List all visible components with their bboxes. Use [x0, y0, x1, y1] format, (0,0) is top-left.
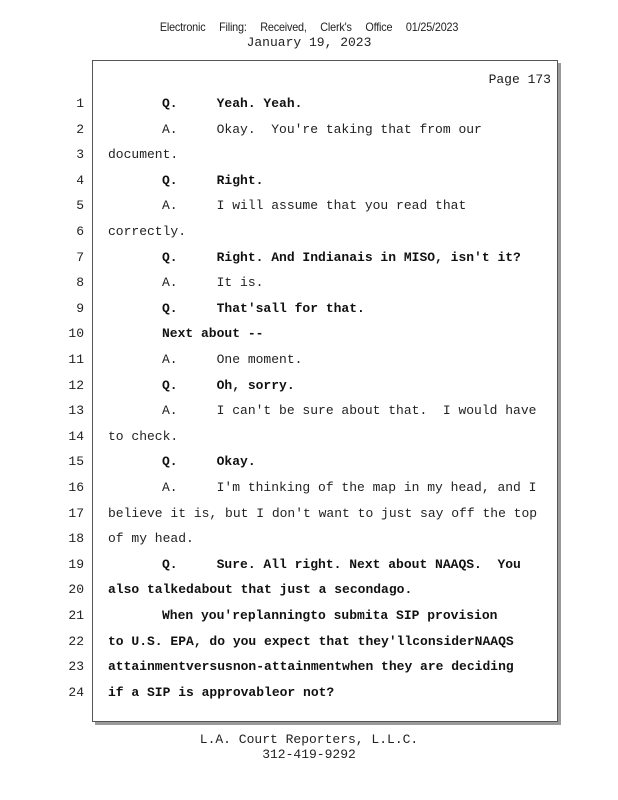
transcript-line: also talkedabout that just a secondago.	[108, 582, 413, 597]
page-number: Page 173	[488, 72, 551, 87]
transcript-line: A. I will assume that you read that	[162, 198, 467, 213]
line-number: 13	[68, 403, 84, 418]
hearing-date: January 19, 2023	[246, 35, 372, 50]
line-number: 6	[76, 224, 84, 239]
filing-stamp: Electronic Filing: Received, Clerk's Off…	[31, 20, 587, 34]
transcript-line: Next about --	[162, 326, 264, 341]
transcript-line: A. One moment.	[162, 352, 303, 367]
line-number: 12	[68, 378, 84, 393]
line-number: 24	[68, 685, 84, 700]
reporter-company: L.A. Court Reporters, L.L.C.	[199, 732, 419, 747]
line-number: 4	[76, 173, 84, 188]
filing-stamp-word: Filing:	[219, 20, 247, 34]
filing-stamp-word: Clerk's	[320, 20, 352, 34]
transcript-line: Q. Okay.	[162, 454, 256, 469]
line-number: 23	[68, 659, 84, 674]
transcript-line: attainmentversusnon-attainmentwhen they …	[108, 659, 514, 674]
transcript-line: to check.	[108, 429, 179, 444]
filing-stamp-word: Office	[365, 20, 393, 34]
transcript-line: Q. Right.	[162, 173, 264, 188]
line-number: 14	[68, 429, 84, 444]
transcript-line: to U.S. EPA, do you expect that they'llc…	[108, 634, 514, 649]
filing-stamp-date: 01/25/2023	[405, 20, 459, 34]
line-number: 19	[68, 557, 84, 572]
transcript-line: correctly.	[108, 224, 187, 239]
line-number: 15	[68, 454, 84, 469]
line-number: 3	[76, 147, 84, 162]
transcript-line: Q. Yeah. Yeah.	[162, 96, 303, 111]
transcript-line: A. Okay. You're taking that from our	[162, 122, 482, 137]
transcript-line: A. It is.	[162, 275, 264, 290]
transcript-line: Q. Oh, sorry.	[162, 378, 295, 393]
transcript-line: A. I can't be sure about that. I would h…	[162, 403, 537, 418]
line-number: 7	[76, 250, 84, 265]
line-number: 11	[68, 352, 84, 367]
transcript-line: Q. Right. And Indianais in MISO, isn't i…	[162, 250, 521, 265]
line-number: 22	[68, 634, 84, 649]
line-number: 8	[76, 275, 84, 290]
line-number: 18	[68, 531, 84, 546]
reporter-phone: 312-419-9292	[262, 747, 356, 762]
line-number: 1	[76, 96, 84, 111]
line-number: 2	[76, 122, 84, 137]
transcript-line: document.	[108, 147, 179, 162]
line-number: 20	[68, 582, 84, 597]
line-number: 10	[68, 326, 84, 341]
transcript-line: of my head.	[108, 531, 194, 546]
transcript-line: When you'replanningto submita SIP provis…	[162, 608, 498, 623]
transcript-line: if a SIP is approvableor not?	[108, 685, 335, 700]
line-number: 9	[76, 301, 84, 316]
transcript-line: Q. That'sall for that.	[162, 301, 365, 316]
line-number: 16	[68, 480, 84, 495]
line-number: 21	[68, 608, 84, 623]
filing-stamp-word: Received,	[260, 20, 307, 34]
transcript-line: believe it is, but I don't want to just …	[108, 506, 538, 521]
line-number: 17	[68, 506, 84, 521]
filing-stamp-word: Electronic	[159, 20, 206, 34]
transcript-line: A. I'm thinking of the map in my head, a…	[162, 480, 537, 495]
transcript-page: Page 173	[92, 60, 558, 722]
line-number: 5	[76, 198, 84, 213]
transcript-line: Q. Sure. All right. Next about NAAQS. Yo…	[162, 557, 521, 572]
